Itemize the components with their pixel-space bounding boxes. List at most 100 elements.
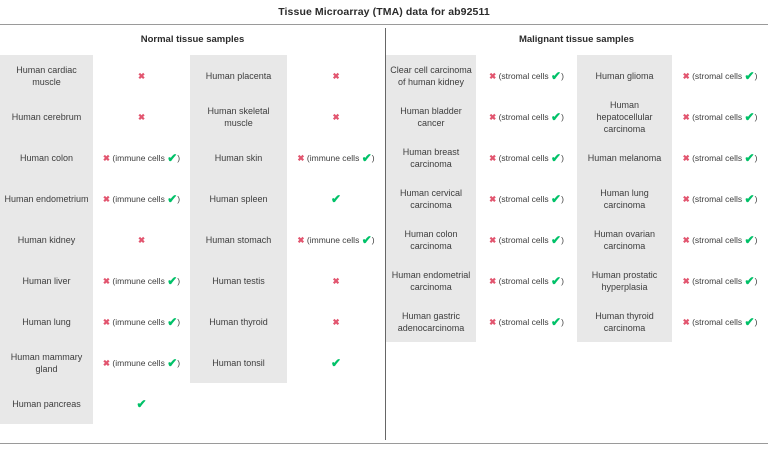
tissue-name-label: Human tonsil <box>212 357 265 368</box>
tissue-row: Human ovarian carcinoma ✖ (stromal cells … <box>577 219 768 260</box>
tissue-name-label: Human mammary gland <box>10 351 83 374</box>
tissue-name-label: Human endometrium <box>4 193 89 204</box>
tissue-name-label: Human colon carcinoma <box>404 228 458 251</box>
staining-result: ✖ (stromal cells ✔) <box>672 111 768 123</box>
note-label: stromal cells <box>501 152 549 163</box>
tissue-name-label: Human thyroid <box>209 316 268 327</box>
negative-cross-icon: ✖ <box>102 357 111 368</box>
note-label: stromal cells <box>694 234 743 245</box>
staining-result: ✖ (immune cells ✔) <box>287 152 385 164</box>
tissue-row: Human pancreas ✔ <box>0 383 190 424</box>
note-open-paren: ( <box>496 193 502 204</box>
note-label: stromal cells <box>501 70 549 81</box>
top-divider-rule <box>0 24 768 25</box>
tissue-name-label: Human spleen <box>209 193 268 204</box>
positive-check-icon: ✔ <box>551 150 562 165</box>
tissue-row: Human melanoma✖ (stromal cells ✔) <box>577 137 768 178</box>
staining-result: ✖ (immune cells ✔) <box>93 357 190 369</box>
tissue-row: Human placenta✖ <box>190 55 385 96</box>
note-close-paren: ) <box>561 152 564 163</box>
note-label: immune cells <box>115 316 165 327</box>
note-open-paren: ( <box>496 152 502 163</box>
tissue-row: Human tonsil ✔ <box>190 342 385 383</box>
positive-check-icon: ✔ <box>551 273 562 288</box>
staining-result: ✖ <box>93 234 190 246</box>
tissue-row: Human gastric adenocarcinoma✖ (stromal c… <box>386 301 577 342</box>
positive-check-icon: ✔ <box>330 355 342 370</box>
negative-cross-icon: ✖ <box>137 234 146 245</box>
positive-check-icon: ✔ <box>136 396 147 411</box>
note-open-paren: ( <box>496 111 502 122</box>
tissue-row: Human thyroid ✖ <box>190 301 385 342</box>
note-open-paren: ( <box>110 275 116 286</box>
tissue-row: Human hepatocellular carcinoma ✖ (stromal… <box>577 96 768 137</box>
positive-check-icon: ✔ <box>744 68 755 83</box>
tissue-row: Human endometrium✖ (immune cells ✔) <box>0 178 190 219</box>
tissue-row: Human lung carcinoma✖ (stromal cells ✔) <box>577 178 768 219</box>
positive-check-icon: ✔ <box>744 109 755 124</box>
staining-result: ✖ <box>287 111 385 123</box>
page-title: Tissue Microarray (TMA) data for ab92511 <box>278 6 490 18</box>
tissue-name-label: Human liver <box>22 275 71 286</box>
tissue-row: Human endometrial carcinoma✖ (stromal ce… <box>386 260 577 301</box>
note-open-paren: ( <box>110 152 116 163</box>
negative-cross-icon: ✖ <box>489 275 497 286</box>
label-band <box>386 55 476 342</box>
note-close-paren: ) <box>754 234 758 245</box>
note-close-paren: ) <box>177 316 181 327</box>
note-open-paren: ( <box>689 152 695 163</box>
staining-result: ✖ (stromal cells ✔) <box>672 152 768 164</box>
page-title-bar: Tissue Microarray (TMA) data for ab92511 <box>0 0 768 24</box>
tissue-name-label: Human pancreas <box>12 398 81 409</box>
note-close-paren: ) <box>754 316 758 327</box>
tissue-row: Human mammary gland ✖ (immune cells ✔) <box>0 342 190 383</box>
tissue-row: Human stomach ✖ (immune cells ✔) <box>190 219 385 260</box>
negative-cross-icon: ✖ <box>332 70 340 81</box>
note-close-paren: ) <box>754 152 758 163</box>
tissue-name-label: Human hepatocellular carcinoma <box>596 99 653 134</box>
negative-cross-icon: ✖ <box>489 316 497 327</box>
tissue-row: Human liver ✖ (immune cells ✔) <box>0 260 190 301</box>
negative-cross-icon: ✖ <box>489 193 497 204</box>
tissue-name-label: Human ovarian carcinoma <box>593 228 656 251</box>
normal-column-1-rows: Human cardiac muscle✖Human cerebrum✖Huma… <box>0 55 190 424</box>
note-close-paren: ) <box>177 275 181 286</box>
negative-cross-icon: ✖ <box>682 193 690 204</box>
note-label: stromal cells <box>501 234 549 245</box>
label-band <box>190 55 287 383</box>
tissue-row: Human kidney ✖ <box>0 219 190 260</box>
normal-column-1: Human cardiac muscle✖Human cerebrum✖Huma… <box>0 55 190 424</box>
note-label: immune cells <box>115 193 165 204</box>
note-label: stromal cells <box>694 111 743 122</box>
note-label: stromal cells <box>694 193 743 204</box>
tissue-name-label: Human stomach <box>205 234 272 245</box>
tissue-row: Human spleen✔ <box>190 178 385 219</box>
staining-result: ✖ (immune cells ✔) <box>93 275 190 287</box>
note-close-paren: ) <box>371 152 375 163</box>
tissue-row: Human lung✖ (immune cells ✔) <box>0 301 190 342</box>
staining-result: ✖ <box>93 111 190 123</box>
tissue-row: Human prostatic hyperplasia✖ (stromal ce… <box>577 260 768 301</box>
note-label: stromal cells <box>501 316 549 327</box>
tissue-row: Human colon✖ (immune cells ✔) <box>0 137 190 178</box>
staining-result: ✖ (stromal cells ✔) <box>672 234 768 246</box>
note-close-paren: ) <box>561 193 564 204</box>
note-label: immune cells <box>115 152 165 163</box>
staining-result: ✖ (immune cells ✔) <box>287 234 385 246</box>
negative-cross-icon: ✖ <box>102 275 111 286</box>
bottom-divider-rule <box>0 443 768 444</box>
tissue-row: Clear cell carcinoma of human kidney✖ (s… <box>386 55 577 96</box>
staining-result: ✖ (immune cells ✔) <box>93 152 190 164</box>
tissue-name-label: Human breast carcinoma <box>402 146 460 169</box>
tissue-row: Human cerebrum✖ <box>0 96 190 137</box>
staining-result: ✖ (stromal cells ✔) <box>672 316 768 328</box>
positive-check-icon: ✔ <box>744 273 755 288</box>
tissue-name-label: Human kidney <box>17 234 76 245</box>
note-label: immune cells <box>115 275 165 286</box>
tissue-row: Human breast carcinoma✖ (stromal cells ✔… <box>386 137 577 178</box>
tissue-row: Human bladder cancer✖ (stromal cells ✔) <box>386 96 577 137</box>
note-open-paren: ( <box>110 193 116 204</box>
note-close-paren: ) <box>561 234 564 245</box>
staining-result: ✖ (immune cells ✔) <box>93 316 190 328</box>
staining-result: ✖ <box>287 316 385 328</box>
